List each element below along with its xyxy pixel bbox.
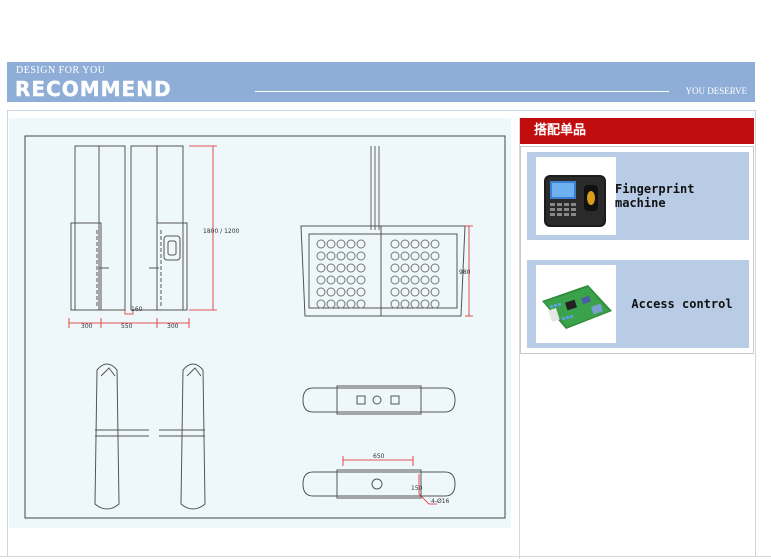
column-divider	[519, 118, 520, 559]
dimension-left-width: 300	[81, 323, 93, 330]
circuit-board-icon[interactable]	[536, 265, 616, 343]
banner-tagline: YOU DESERVE	[685, 86, 747, 96]
dimension-depth: 980	[459, 269, 471, 276]
drawing-svg: 1800 / 1200 300 550 300 160 980 650 150 …	[24, 135, 506, 519]
product-card-access-control[interactable]: Access control	[527, 260, 749, 348]
bottom-divider	[0, 556, 771, 557]
technical-drawing: 1800 / 1200 300 550 300 160 980 650 150 …	[9, 118, 511, 528]
dimension-small: 160	[131, 306, 143, 313]
recommend-banner: DESIGN FOR YOU RECOMMEND YOU DESERVE	[7, 62, 755, 102]
banner-divider	[255, 91, 669, 92]
content-frame	[7, 110, 756, 556]
dimension-span: 650	[373, 453, 385, 460]
banner-title: RECOMMEND	[15, 77, 172, 101]
related-products-title: 搭配单品	[520, 118, 754, 144]
side-view	[300, 146, 466, 317]
product-label[interactable]: Fingerprint machine	[615, 182, 695, 210]
dimension-mid-width: 550	[121, 323, 133, 330]
front-dimensions	[68, 145, 217, 328]
side-view-holes	[316, 239, 440, 309]
product-card-fingerprint[interactable]: Fingerprint machine	[527, 152, 749, 240]
dimension-height: 1800 / 1200	[203, 228, 240, 235]
dimension-hole-size: 150	[411, 485, 423, 492]
front-view	[70, 145, 188, 311]
related-products-panel: Fingerprint machine Access control	[520, 146, 754, 354]
fingerprint-terminal-icon[interactable]	[536, 157, 616, 235]
side-dimensions	[465, 225, 473, 317]
product-label[interactable]: Access control	[631, 297, 733, 311]
plan-dimensions	[342, 456, 437, 505]
plan-view-upper	[302, 385, 456, 415]
banner-subtitle: DESIGN FOR YOU	[16, 65, 106, 76]
dimension-right-width: 300	[167, 323, 179, 330]
plan-view-lower	[302, 469, 456, 499]
top-view	[94, 363, 206, 510]
dimension-hole-spec: 4-Ø16	[431, 498, 450, 505]
